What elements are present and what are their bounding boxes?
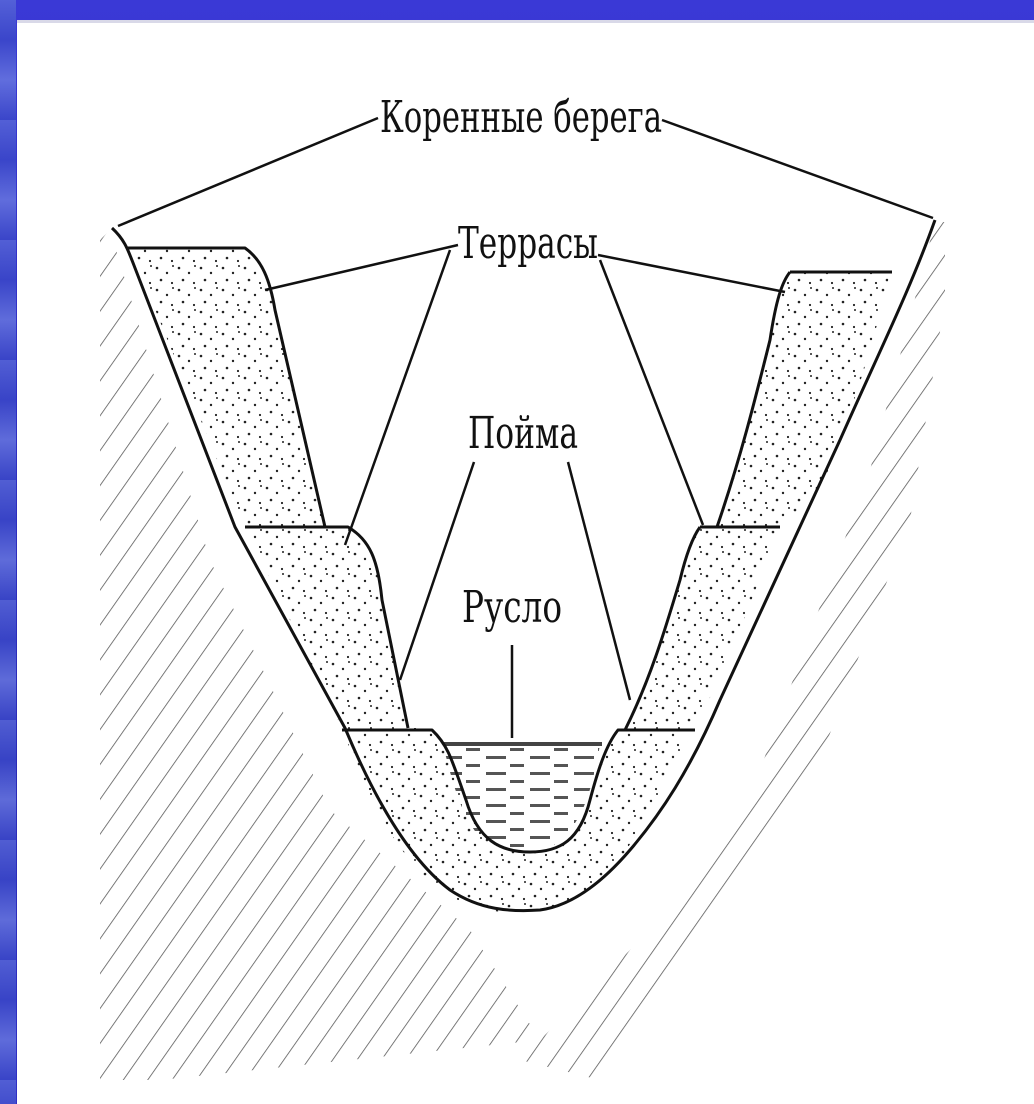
label-terraces: Террасы <box>458 218 598 269</box>
label-bedrock-banks: Коренные берега <box>380 92 662 143</box>
label-floodplain: Пойма <box>468 408 578 459</box>
label-channel: Русло <box>462 582 562 633</box>
